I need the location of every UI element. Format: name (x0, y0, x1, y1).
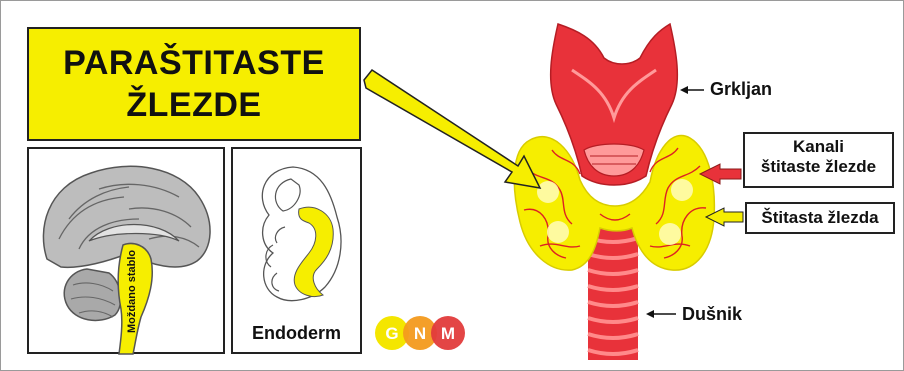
gnm-logo-graphic: G N M (372, 313, 468, 353)
thyroid-label: Štitasta žlezda (761, 208, 878, 227)
endoderm-label: Endoderm (233, 323, 360, 344)
ducts-label-line-1: Kanali (745, 137, 892, 157)
gnm-logo: G N M (372, 313, 468, 353)
larynx-label: Grkljan (710, 79, 772, 100)
title-line-2: ŽLEZDE (126, 84, 261, 126)
logo-letter-m: M (441, 324, 455, 343)
thyroid-label-box: Štitasta žlezda (745, 202, 895, 234)
brain-panel: Moždano stablo (27, 147, 225, 354)
embryo-panel: Endoderm (231, 147, 362, 354)
title-line-1: PARAŠTITASTE (63, 42, 325, 84)
logo-letter-g: G (385, 324, 398, 343)
title-box: PARAŠTITASTE ŽLEZDE (27, 27, 361, 141)
logo-letter-n: N (414, 324, 426, 343)
ducts-label-line-2: štitaste žlezde (745, 157, 892, 177)
ducts-label-box: Kanali štitaste žlezde (743, 132, 894, 188)
trachea-label: Dušnik (682, 304, 742, 325)
brainstem-label: Moždano stablo (126, 250, 138, 333)
